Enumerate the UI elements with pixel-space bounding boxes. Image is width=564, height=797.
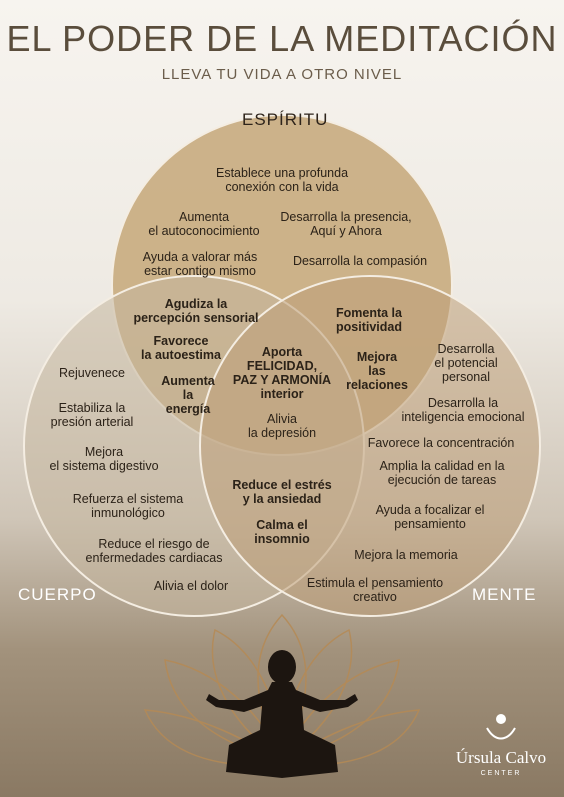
item-presencia: Desarrolla la presencia,Aquí y Ahora [280,210,412,238]
page-subtitle: LLEVA TU VIDA A OTRO NIVEL [161,66,403,83]
item-memoria: Mejora la memoria [354,548,458,562]
item-compasion: Desarrolla la compasión [292,254,428,268]
label-espiritu: ESPÍRITU [242,110,329,129]
circle-mente [199,275,541,617]
item-rejuvenece: Rejuvenece [58,366,126,380]
logo-sub: CENTER [480,770,522,777]
item-dolor: Alivia el dolor [153,579,229,593]
meditating-person-icon [206,650,358,778]
logo-mark-icon [486,714,516,740]
item-concentracion: Favorece la concentración [367,436,515,450]
label-mente: MENTE [472,585,537,604]
label-cuerpo: CUERPO [18,585,97,604]
page-title: EL PODER DE LA MEDITACIÓN [6,18,558,59]
logo-name: Úrsula Calvo [455,748,547,767]
